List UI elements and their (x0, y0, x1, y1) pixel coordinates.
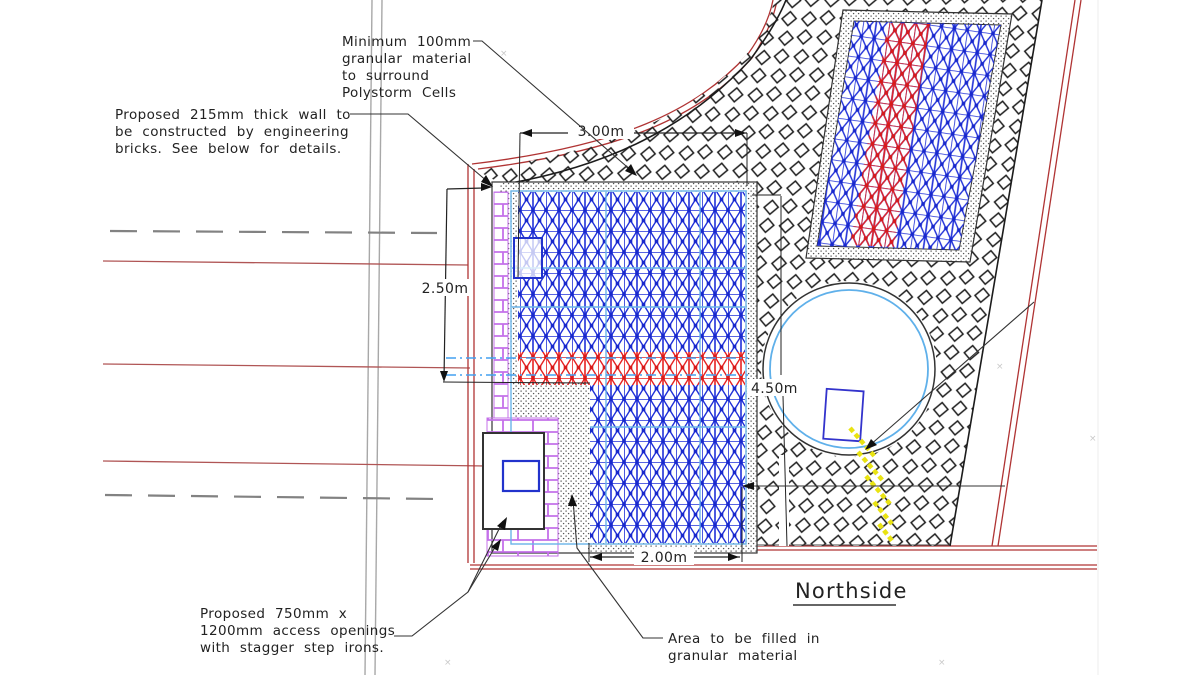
cells-blue-top (518, 192, 745, 352)
note-line: Minimum 100mm (342, 34, 471, 50)
tank-cyan-outline (510, 190, 747, 545)
access-opening-rect (501, 459, 541, 493)
svg-text:×: × (996, 362, 1004, 372)
note-line: granular material (668, 648, 798, 664)
dimension-4-5m: 4.50m (748, 194, 803, 547)
yellow-survey-marks (848, 426, 895, 544)
road-edge-lines (364, 0, 383, 675)
note-line: bricks. See below for details. (115, 141, 342, 157)
note-access-openings: Proposed 750mm x 1200mm access openings … (200, 606, 395, 656)
note-granular-surround: Minimum 100mm granular material to surro… (342, 34, 472, 101)
note-line: 1200mm access openings (200, 623, 395, 639)
svg-text:×: × (444, 658, 452, 668)
note-line: Proposed 215mm thick wall to (115, 107, 351, 123)
note-wall: Proposed 215mm thick wall to be construc… (115, 107, 351, 157)
note-line: granular material (342, 51, 472, 67)
cells-red-band-main (518, 352, 745, 385)
dim-width-top: 3.00m (578, 124, 625, 140)
note-line: Polystorm Cells (342, 85, 456, 101)
note-granular-infill: Area to be filled in granular material (668, 631, 820, 664)
survey-cross-marks: × × × × × (444, 49, 1097, 668)
road-centre-dashed-lines (104, 229, 438, 501)
leader-arrowheads (481, 164, 877, 551)
dimension-2-5m: 2.50m (417, 183, 492, 382)
svg-text:×: × (938, 658, 946, 668)
dimension-2m: 2.00m (588, 487, 743, 566)
cells-red-band-upper (850, 23, 930, 247)
dim-width-bottom: 2.00m (641, 550, 688, 566)
note-line: to surround (342, 68, 429, 84)
site-boundary-lines-left (102, 260, 488, 467)
cells-blue-bottom (590, 385, 745, 543)
manhole-rect-circle (822, 387, 865, 443)
dim-depth-right: 4.50m (751, 381, 798, 397)
svg-text:×: × (500, 49, 508, 59)
note-line: be constructed by engineering (115, 124, 349, 140)
note-line: Area to be filled in (668, 631, 820, 647)
circular-chamber (762, 282, 936, 546)
block-paving-area (476, 0, 1043, 547)
leader-lines (350, 40, 1035, 639)
dim-height-left: 2.50m (422, 281, 469, 297)
polystorm-tank-upper (805, 9, 1013, 263)
paving-edge-right (949, 0, 1043, 547)
region-label: Northside (795, 579, 908, 603)
note-line: with stagger step irons. (200, 640, 384, 656)
region-label-northside: Northside (793, 579, 908, 606)
dimension-3m: 3.00m (517, 122, 748, 278)
polystorm-tank-main (442, 181, 758, 557)
svg-text:×: × (1089, 434, 1097, 444)
note-line: Proposed 750mm x (200, 606, 347, 622)
paving-edge-curve (492, 0, 787, 187)
